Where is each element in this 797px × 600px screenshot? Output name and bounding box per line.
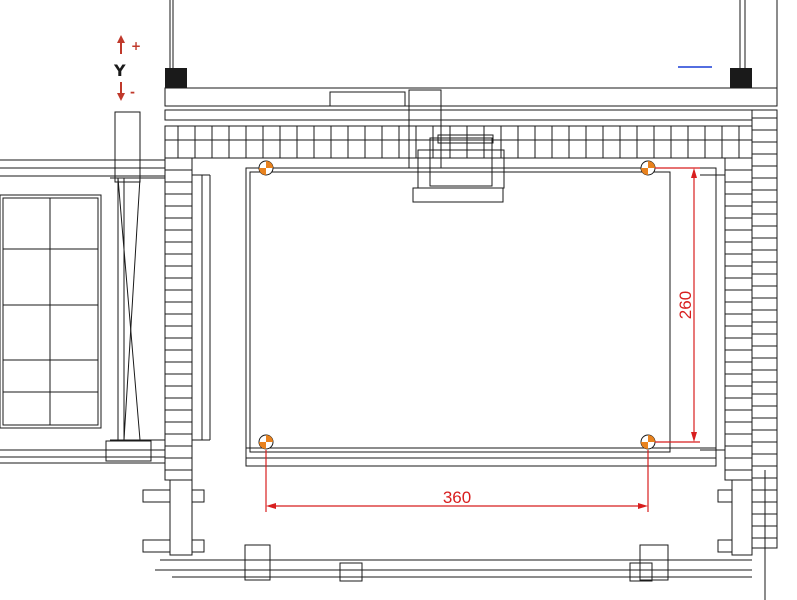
fiducial-bottom-left bbox=[258, 434, 274, 450]
dimension-width-label: 360 bbox=[443, 488, 471, 507]
arrow-down-icon bbox=[117, 82, 125, 101]
left-conveyor bbox=[0, 111, 165, 464]
y-axis-indicator: + Y - bbox=[113, 35, 141, 101]
dimension-lines bbox=[265, 167, 700, 512]
machine-frame bbox=[0, 0, 778, 600]
left-rail-slats bbox=[165, 169, 192, 471]
axis-minus-label: - bbox=[130, 85, 135, 99]
axis-plus-label: + bbox=[131, 39, 141, 53]
motor-blocks bbox=[165, 68, 752, 107]
bottom-structure bbox=[142, 470, 766, 600]
top-beam-slats bbox=[177, 126, 740, 158]
top-gantry-beam bbox=[164, 87, 778, 159]
right-rail-slats bbox=[725, 117, 777, 539]
fiducial-top-left bbox=[258, 160, 274, 176]
axis-y-label: Y bbox=[113, 61, 126, 80]
spindle-carriage bbox=[408, 89, 505, 203]
fiducial-bottom-right bbox=[640, 434, 656, 450]
arrow-up-icon bbox=[117, 35, 125, 54]
work-table bbox=[245, 167, 717, 467]
fiducial-markers bbox=[258, 160, 656, 450]
dimension-height-label: 260 bbox=[676, 291, 695, 319]
fiducial-top-right bbox=[640, 160, 656, 176]
